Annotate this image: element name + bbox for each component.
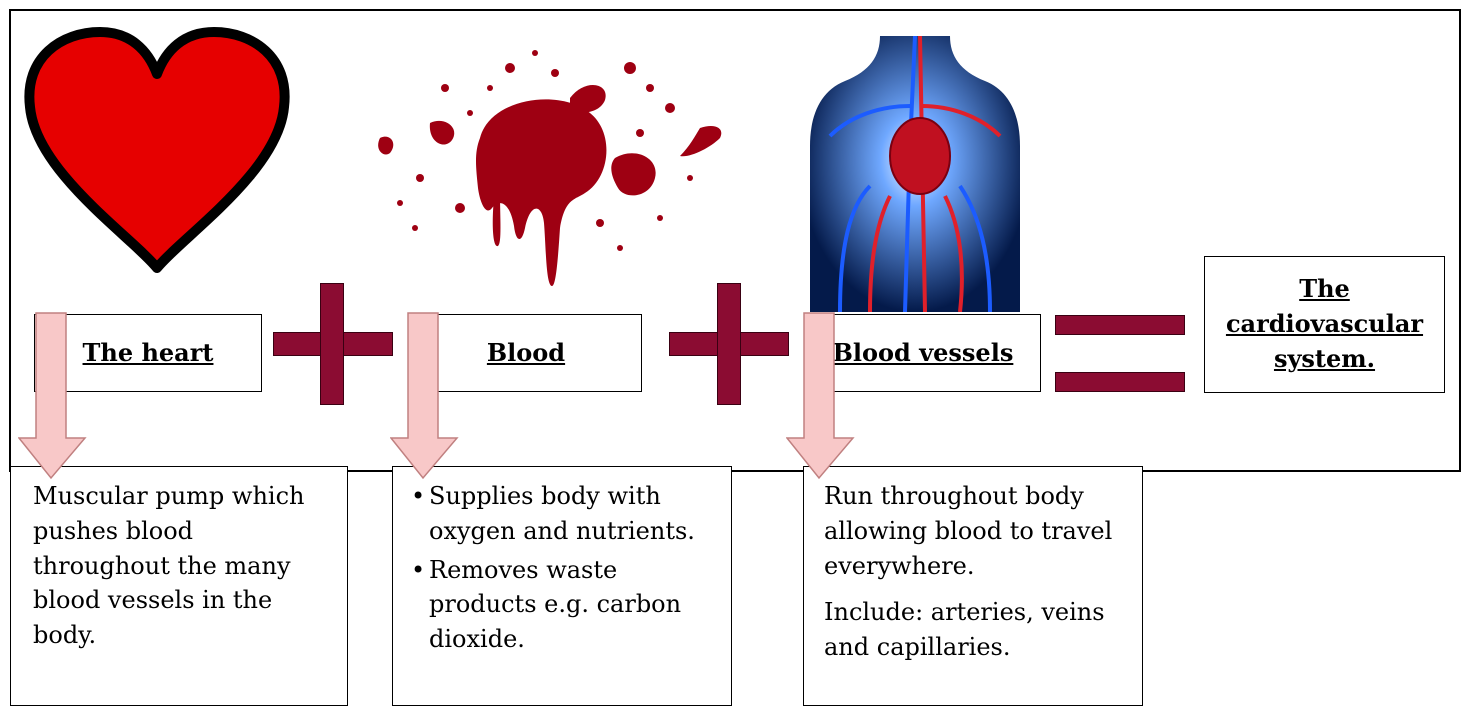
result-label-box: The cardiovascular system. xyxy=(1204,256,1445,393)
heart-description: Muscular pump which pushes blood through… xyxy=(33,479,333,653)
down-arrow-vessels xyxy=(786,312,856,480)
vessels-description-box: Run throughout body allowing blood to tr… xyxy=(803,466,1143,706)
heart-description-box: Muscular pump which pushes blood through… xyxy=(10,466,348,706)
heart-label: The heart xyxy=(83,336,214,371)
result-label: The cardiovascular system. xyxy=(1217,272,1432,376)
vessels-description: Run throughout body allowing blood to tr… xyxy=(824,479,1128,583)
vessels-description: Include: arteries, veins and capillaries… xyxy=(824,595,1128,665)
plus-icon-2-vertical xyxy=(717,283,741,405)
blood-label: Blood xyxy=(487,336,565,371)
down-arrow-blood xyxy=(390,312,460,480)
down-arrow-heart xyxy=(18,312,88,480)
heart-icon xyxy=(22,22,292,274)
equals-icon-top-bar xyxy=(1055,315,1185,335)
blood-description-box: Supplies body with oxygen and nutrients.… xyxy=(392,466,732,706)
blood-description-item: Supplies body with oxygen and nutrients. xyxy=(411,479,717,549)
blood-description-item: Removes waste products e.g. carbon dioxi… xyxy=(411,553,717,657)
equals-icon-bottom-bar xyxy=(1055,372,1185,392)
blood-description-list: Supplies body with oxygen and nutrients.… xyxy=(411,479,717,657)
vessels-label: Blood vessels xyxy=(833,336,1014,371)
circulatory-system-image xyxy=(810,36,1020,312)
blood-splatter-image xyxy=(360,28,740,290)
plus-icon-1-vertical xyxy=(320,283,344,405)
